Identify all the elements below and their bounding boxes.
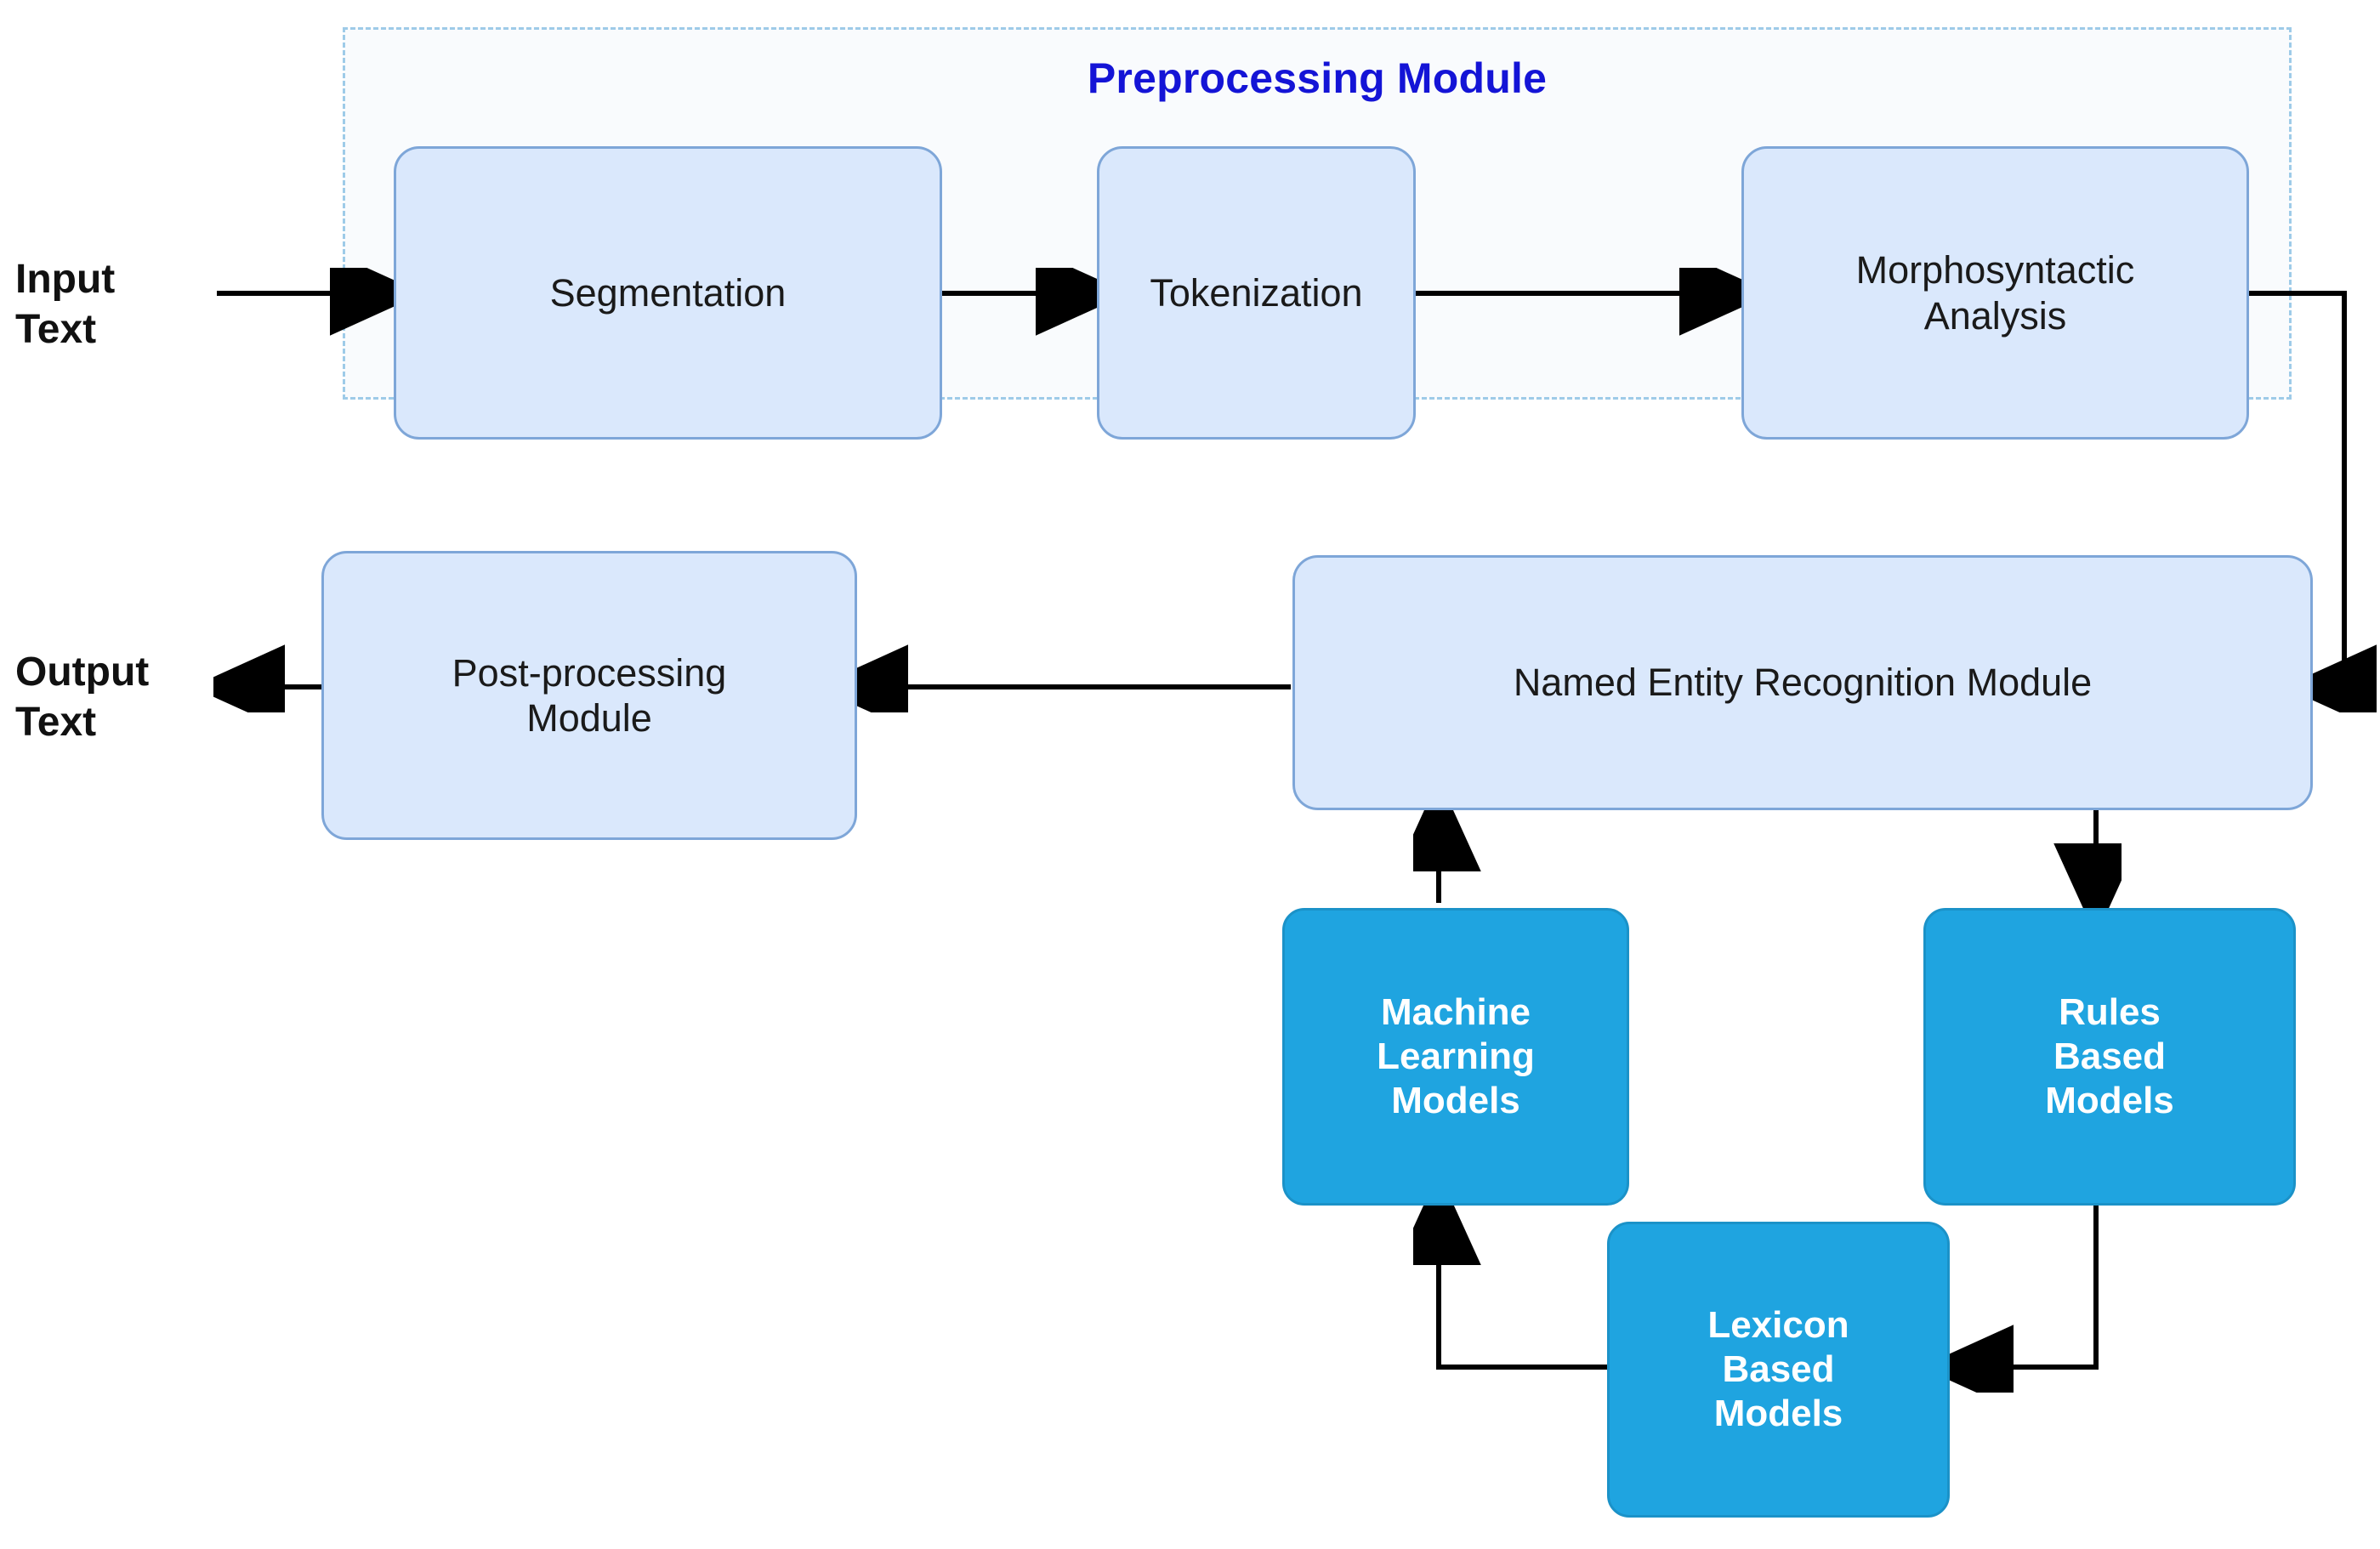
node-machine-learning-models-label: Machine Learning Models <box>1377 991 1535 1121</box>
node-tokenization[interactable]: Tokenization <box>1097 146 1416 440</box>
node-tokenization-label: Tokenization <box>1150 270 1363 315</box>
node-segmentation-label: Segmentation <box>549 270 787 315</box>
node-rules-based-models-label: Rules Based Models <box>2045 991 2174 1121</box>
node-rules-based-models[interactable]: Rules Based Models <box>1923 908 2296 1206</box>
input-text-label: Input Text <box>15 257 116 352</box>
output-text-label: Output Text <box>15 650 150 745</box>
preprocessing-module-title: Preprocessing Module <box>1087 54 1548 102</box>
node-segmentation[interactable]: Segmentation <box>394 146 942 440</box>
node-post-processing-module-label: Post-processing Module <box>452 650 727 740</box>
node-post-processing-module[interactable]: Post-processing Module <box>321 551 857 840</box>
node-machine-learning-models[interactable]: Machine Learning Models <box>1282 908 1629 1206</box>
node-ner-label: Named Entity Recognition Module <box>1513 661 2093 705</box>
node-morphosyntactic-analysis-label: Morphosyntactic Analysis <box>1855 248 2135 338</box>
node-lexicon-based-models-label: Lexicon Based Models <box>1707 1304 1849 1434</box>
edge-rules-models-to-lexicon-models <box>1963 1206 2099 1367</box>
node-lexicon-based-models[interactable]: Lexicon Based Models <box>1607 1222 1950 1518</box>
node-named-entity-recognition-module[interactable]: Named Entity Recognition Module <box>1292 555 2313 810</box>
edge-lexicon-models-to-ml-models <box>1439 1214 1607 1370</box>
node-morphosyntactic-analysis[interactable]: Morphosyntactic Analysis <box>1741 146 2249 440</box>
